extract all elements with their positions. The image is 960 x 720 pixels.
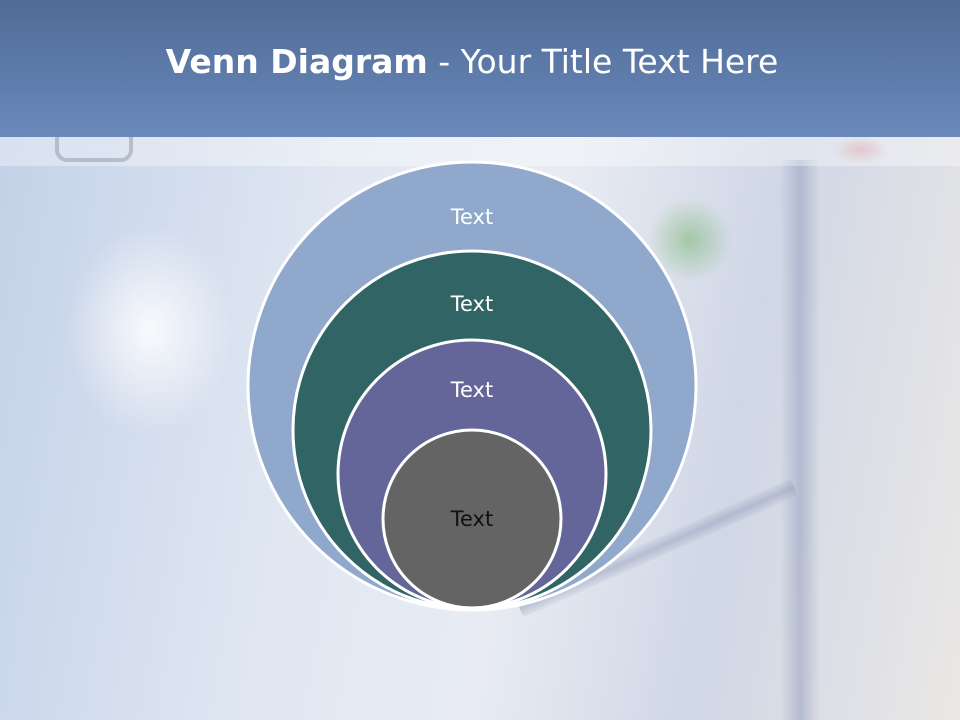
- slide-title: Venn Diagram - Your Title Text Here: [0, 40, 944, 84]
- circle-second-label: Text: [450, 292, 493, 316]
- circle-inner-label: Text: [450, 507, 493, 531]
- circle-inner[interactable]: [381, 428, 563, 610]
- circle-third-label: Text: [450, 378, 493, 402]
- circle-outer-label: Text: [450, 205, 493, 229]
- car-mirror-shape: [55, 128, 133, 162]
- slide-title-rest: - Your Title Text Here: [427, 42, 779, 81]
- slide-title-bold: Venn Diagram: [165, 42, 428, 81]
- title-banner: [0, 0, 960, 137]
- car-door-edge: [780, 160, 820, 720]
